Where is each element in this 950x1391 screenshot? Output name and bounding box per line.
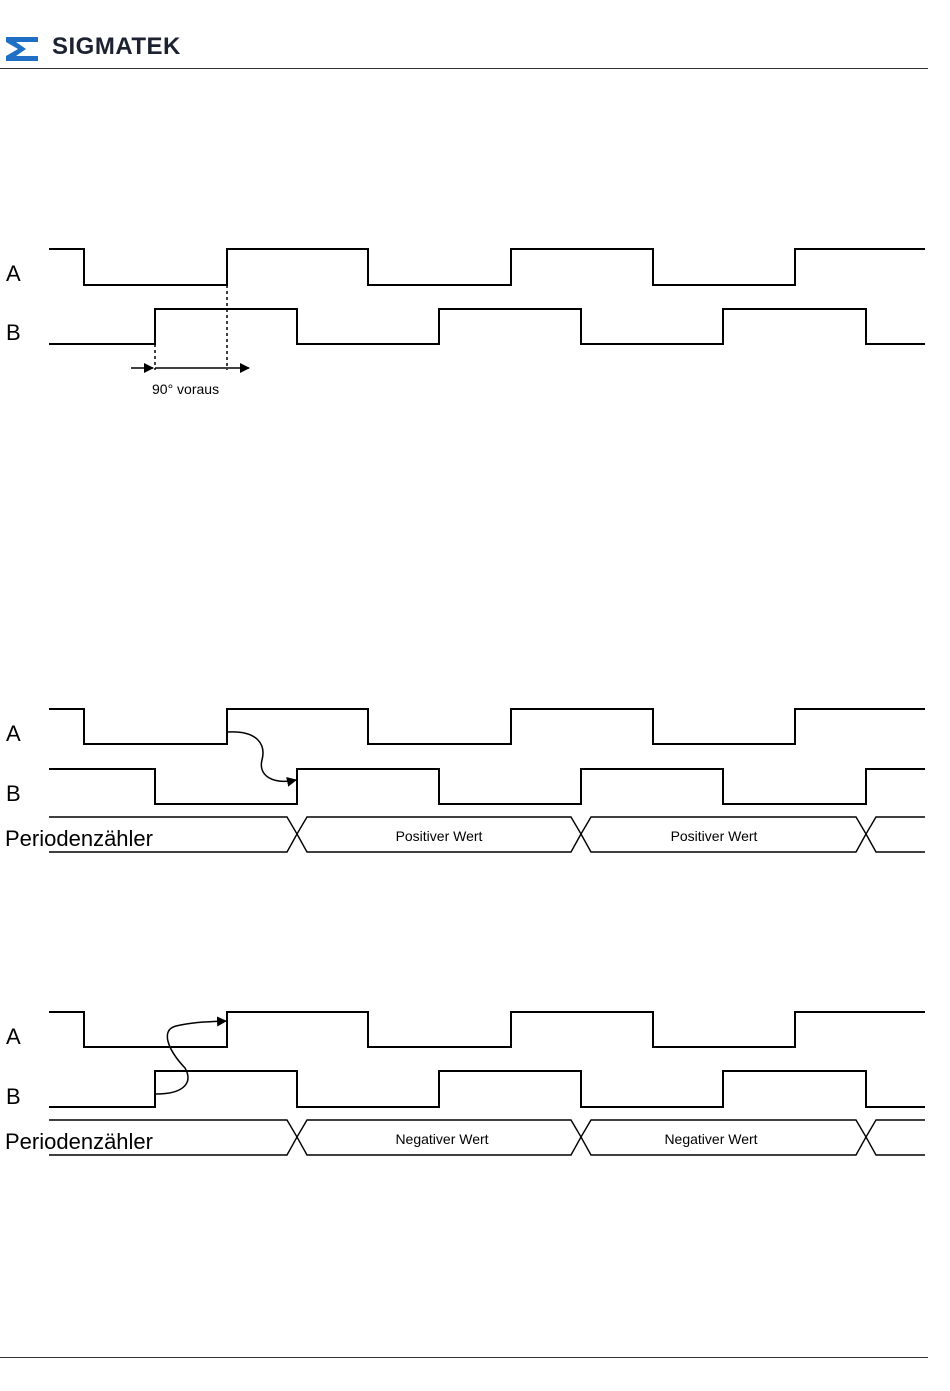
signal-b-label: B (6, 320, 21, 345)
signal-a-waveform (49, 709, 925, 744)
signal-b-waveform (49, 309, 925, 344)
signal-a-label: A (6, 721, 21, 746)
footer-divider (0, 1357, 928, 1358)
counter-bus (49, 817, 925, 852)
diagram-negative-count: A B Periodenzähler Negativer Wert Negati… (5, 1012, 925, 1155)
diagram-positive-count: A B Periodenzähler Positiver Wert Positi… (5, 709, 925, 852)
phase-annotation: 90° voraus (152, 381, 219, 397)
causal-arrow (156, 1021, 226, 1094)
signal-a-waveform (49, 1012, 925, 1047)
counter-value: Negativer Wert (664, 1131, 757, 1147)
counter-label: Periodenzähler (5, 826, 153, 851)
causal-arrow (227, 732, 296, 781)
signal-a-waveform (49, 249, 925, 285)
signal-a-label: A (6, 261, 21, 286)
counter-value: Positiver Wert (671, 828, 758, 844)
counter-label: Periodenzähler (5, 1129, 153, 1154)
counter-value: Positiver Wert (396, 828, 483, 844)
counter-value: Negativer Wert (395, 1131, 488, 1147)
signal-b-label: B (6, 1084, 21, 1109)
signal-b-waveform (49, 769, 925, 804)
signal-a-label: A (6, 1024, 21, 1049)
diagram-phase-shift: A B 90° voraus (6, 249, 925, 397)
signal-b-label: B (6, 781, 21, 806)
